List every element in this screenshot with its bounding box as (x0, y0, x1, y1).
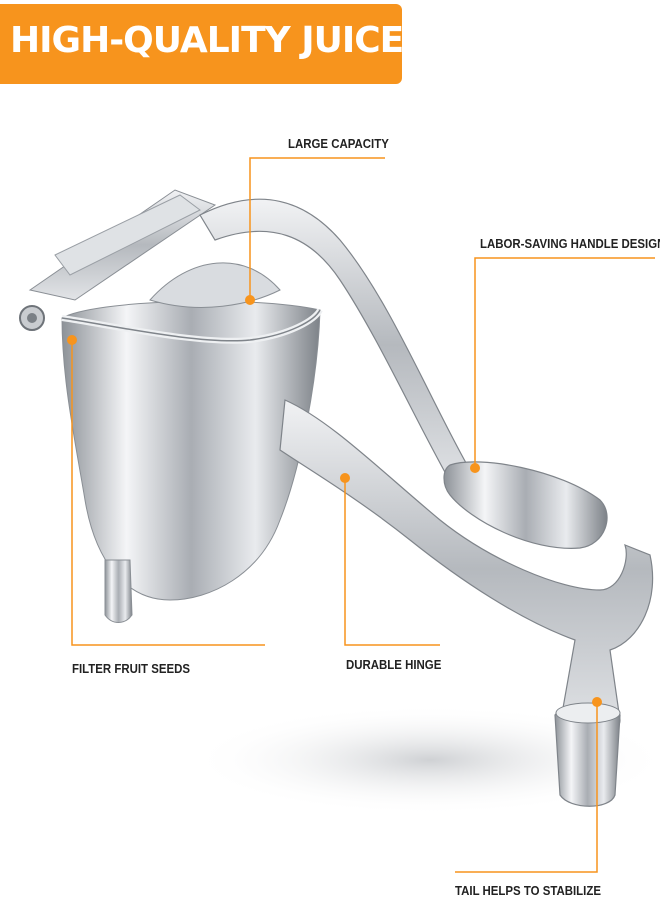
handle-grip (443, 461, 608, 549)
base-leg (279, 399, 654, 739)
label-large-capacity: LARGE CAPACITY (288, 136, 389, 151)
label-durable-hinge: DURABLE HINGE (346, 657, 442, 672)
label-filter-fruit-seeds: FILTER FRUIT SEEDS (72, 661, 191, 676)
label-tail-stabilize: TAIL HELPS TO STABILIZE (455, 883, 601, 898)
banner-title: HIGH-QUALITY JUICER (10, 20, 431, 61)
title-banner: HIGH-QUALITY JUICER (0, 4, 431, 84)
cup-spout (104, 559, 133, 623)
label-labor-saving-handle: LABOR-SAVING HANDLE DESIGN (480, 236, 660, 251)
